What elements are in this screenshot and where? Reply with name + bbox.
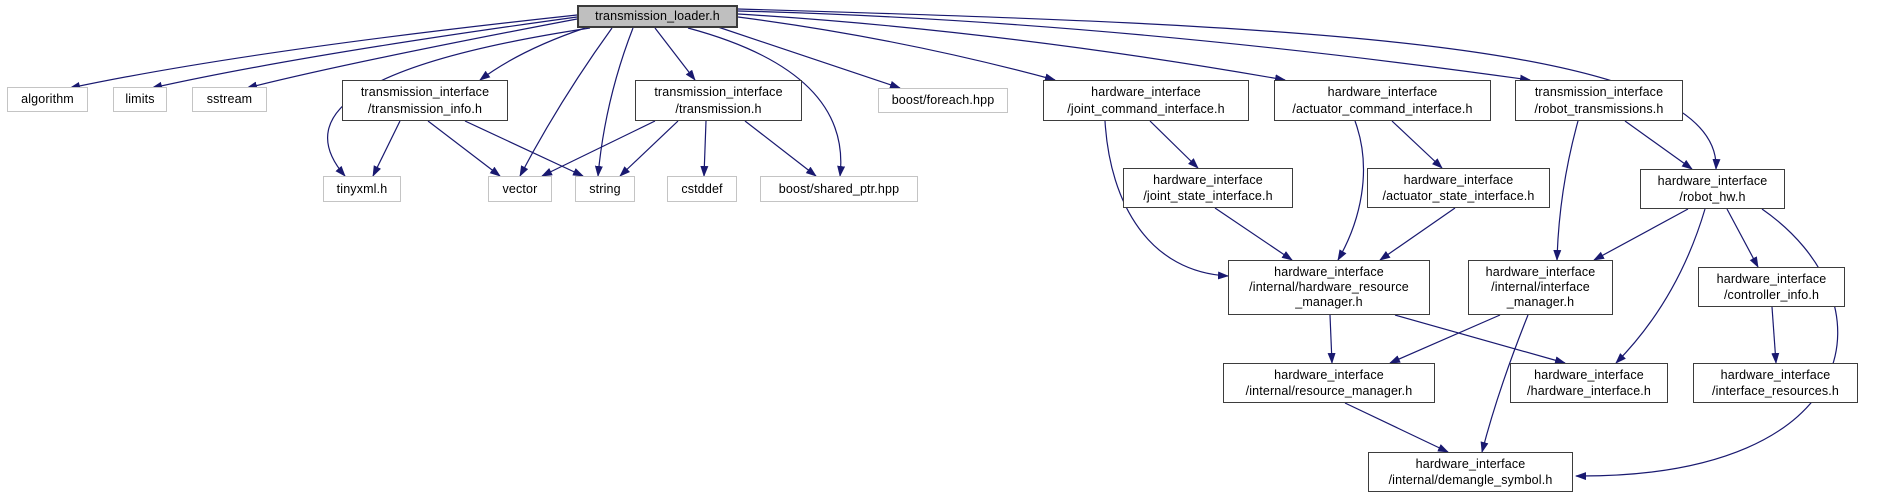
edge-im-resource_manager <box>1389 314 1501 364</box>
node-cstddef: cstddef <box>667 176 737 202</box>
edge-joint_state-hrm <box>1214 207 1293 261</box>
node-robot_trans[interactable]: transmission_interface /robot_transmissi… <box>1515 80 1683 121</box>
node-limits: limits <box>113 87 167 112</box>
node-actuator_cmd[interactable]: hardware_interface /actuator_command_int… <box>1274 80 1491 121</box>
edge-root-t_info <box>479 27 586 81</box>
node-t_info[interactable]: transmission_interface /transmission_inf… <box>342 80 508 121</box>
edge-root-limits <box>151 16 578 90</box>
edge-root-string <box>594 27 634 177</box>
node-actuator_state[interactable]: hardware_interface /actuator_state_inter… <box>1367 168 1550 208</box>
node-shared_ptr: boost/shared_ptr.hpp <box>760 176 918 202</box>
edge-root-algorithm <box>69 14 578 90</box>
node-string: string <box>575 176 635 202</box>
edge-t_info-string <box>464 120 584 177</box>
edge-hrm-resource_manager <box>1327 314 1336 364</box>
edge-actuator_cmd-hrm <box>1337 120 1365 261</box>
node-controller_info[interactable]: hardware_interface /controller_info.h <box>1698 267 1845 307</box>
edge-root-transmission <box>654 27 696 81</box>
node-resource_manager[interactable]: hardware_interface /internal/resource_ma… <box>1223 363 1435 403</box>
edge-resource_manager-demangle <box>1344 402 1449 453</box>
edge-root-vector <box>519 27 613 177</box>
edge-root-foreach <box>714 25 901 89</box>
edge-root-joint_cmd <box>737 16 1056 82</box>
edge-actuator_cmd-actuator_state <box>1391 120 1443 169</box>
edge-transmission-cstddef <box>700 120 709 177</box>
node-sstream: sstream <box>192 87 267 112</box>
edge-actuator_state-hrm <box>1379 207 1456 261</box>
edge-robot_trans-robot_hw <box>1624 120 1693 170</box>
node-joint_cmd[interactable]: hardware_interface /joint_command_interf… <box>1043 80 1249 121</box>
edge-robot_hw-demangle <box>1575 208 1839 481</box>
edge-hrm-hw_interface <box>1394 314 1566 365</box>
node-root: transmission_loader.h <box>577 5 738 28</box>
edge-t_info-vector <box>427 120 501 177</box>
edge-robot_hw-hw_interface <box>1615 208 1706 364</box>
edge-transmission-vector <box>541 120 656 177</box>
edge-controller_info-interface_resources <box>1771 306 1780 364</box>
node-robot_hw[interactable]: hardware_interface /robot_hw.h <box>1640 169 1785 209</box>
node-hrm[interactable]: hardware_interface /internal/hardware_re… <box>1228 260 1430 315</box>
node-joint_state[interactable]: hardware_interface /joint_state_interfac… <box>1123 168 1293 208</box>
node-tinyxml: tinyxml.h <box>323 176 401 202</box>
node-demangle[interactable]: hardware_interface /internal/demangle_sy… <box>1368 452 1573 492</box>
edge-joint_cmd-joint_state <box>1149 120 1199 169</box>
edge-transmission-shared_ptr <box>744 120 817 177</box>
node-hw_interface[interactable]: hardware_interface /hardware_interface.h <box>1510 363 1668 403</box>
edge-root-robot_trans <box>737 10 1531 83</box>
node-vector: vector <box>488 176 552 202</box>
edge-root-actuator_cmd <box>737 13 1286 83</box>
edge-root-sstream <box>246 18 578 90</box>
edge-robot_hw-im <box>1593 208 1689 261</box>
node-foreach: boost/foreach.hpp <box>878 88 1008 113</box>
node-transmission[interactable]: transmission_interface /transmission.h <box>635 80 802 121</box>
node-algorithm: algorithm <box>7 87 88 112</box>
edge-t_info-tinyxml <box>372 120 401 177</box>
edge-robot_hw-controller_info <box>1726 208 1759 268</box>
node-im[interactable]: hardware_interface /internal/interface _… <box>1468 260 1613 315</box>
edge-transmission-string <box>619 120 679 177</box>
edge-robot_trans-im <box>1553 120 1579 261</box>
node-interface_resources[interactable]: hardware_interface /interface_resources.… <box>1693 363 1858 403</box>
